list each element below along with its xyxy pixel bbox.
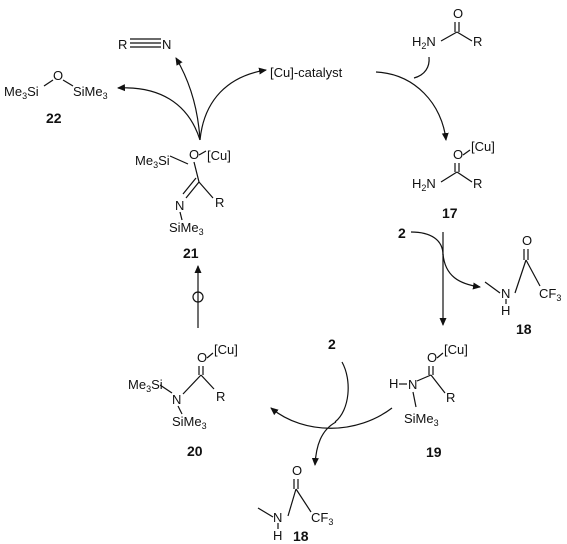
b18b-h: H [273,528,282,543]
c19-cu: [Cu] [444,342,468,357]
c21-cu: [Cu] [207,148,231,163]
arrow-18-out-bottom [311,421,337,466]
c17-cu: [Cu] [471,139,495,154]
b18b-n: N [273,510,282,525]
b18r-h: H [501,303,510,318]
c22-me3si: Me3Si [4,84,39,101]
c22-simes3: SiMe3 [73,84,108,101]
amide-nh2: H2N [412,34,436,51]
byproduct-18-bottom: O N H CF3 18 [257,463,333,544]
arrow-21-to-nitrile [175,57,201,141]
nitrile-product: R N [118,37,171,52]
compound-19: O [Cu] H N R SiMe3 19 [389,342,468,460]
arrow-reagent2-in-left [334,361,349,423]
c19-number: 19 [426,444,442,460]
c22-o: O [53,68,63,83]
compound-22: Me3Si O SiMe3 22 [4,68,108,126]
arrow-amide-in [413,56,430,79]
c19-o: O [427,350,437,365]
amide-o: O [453,6,463,21]
arrow-21-to-catalyst [199,67,267,141]
reaction-arrows [117,56,481,466]
reagent-2-left: 2 [328,336,336,352]
c19-r: R [446,390,455,405]
catalyst-label: [Cu]-catalyst [270,65,343,80]
b18r-number: 18 [516,321,532,337]
b18r-cf3: CF3 [539,286,561,303]
c20-r: R [216,389,225,404]
compound-17: O [Cu] H2N R 17 [412,139,495,221]
loop-circle [192,291,204,303]
c20-me3si: Me3Si [128,377,163,394]
c20-number: 20 [187,443,203,459]
c19-n: N [408,377,417,392]
c17-nh2: H2N [412,176,436,193]
arrow-18-out-right [442,253,481,290]
compound-21: Me3Si O [Cu] R N SiMe3 21 [135,147,231,261]
c20-n: N [172,392,181,407]
arrow-catalyst-to-17 [375,71,449,141]
c19-simes3: SiMe3 [404,411,439,428]
c21-number: 21 [183,245,199,261]
nitrile-n: N [162,37,171,52]
b18b-cf3: CF3 [311,510,333,527]
byproduct-18-right: O N H CF3 18 [484,233,561,337]
c20-o: O [197,350,207,365]
arrow-21-to-22 [117,84,201,141]
c21-simes3: SiMe3 [169,220,204,237]
c21-me3si: Me3Si [135,153,170,170]
amide-substrate: O H2N R [412,6,482,51]
arrow-reagent2-in-right [410,231,444,256]
b18b-o: O [292,463,302,478]
reagent-2-right: 2 [398,225,406,241]
c22-number: 22 [46,110,62,126]
c17-number: 17 [442,205,458,221]
arrow-19-to-20 [270,407,393,429]
c20-cu: [Cu] [214,342,238,357]
b18r-n: N [501,286,510,301]
c21-r: R [215,195,224,210]
amide-r: R [473,34,482,49]
c19-h: H [389,376,398,391]
c17-o: O [453,147,463,162]
compound-20: O [Cu] Me3Si N R SiMe3 20 [128,342,238,459]
c21-o: O [189,147,199,162]
b18r-o: O [522,233,532,248]
c20-simes3: SiMe3 [172,414,207,431]
c17-r: R [473,176,482,191]
nitrile-r: R [118,37,127,52]
c21-n: N [175,198,184,213]
b18b-number: 18 [293,528,309,544]
